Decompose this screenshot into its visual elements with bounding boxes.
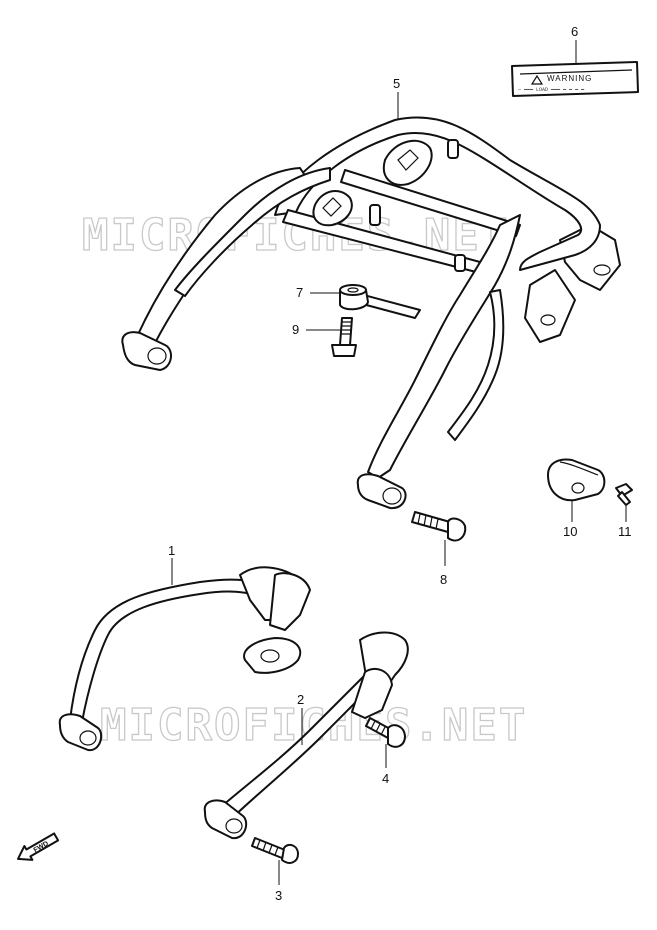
callout-7: 7 (296, 285, 303, 300)
callout-2: 2 (297, 692, 304, 707)
callout-5: 5 (393, 76, 400, 91)
callout-11: 11 (618, 524, 632, 539)
screw-11 (615, 483, 633, 506)
warning-label-fine-print: — ━━━ LOAD ━━━ ━ ━ ━ ━ (517, 87, 585, 93)
bolt-4 (365, 717, 406, 748)
callout-6: 6 (571, 24, 578, 39)
cushion-grommet (339, 284, 369, 311)
warning-label: WARNING — ━━━ LOAD ━━━ ━ ━ ━ ━ (511, 61, 639, 97)
bolt-9 (331, 317, 357, 357)
clamp-holder (547, 458, 606, 502)
fwd-label: FWD (33, 840, 50, 854)
right-grab-bar (203, 631, 409, 840)
callout-1: 1 (168, 543, 175, 558)
rear-carrier-frame (121, 116, 621, 510)
callout-9: 9 (292, 322, 299, 337)
warning-label-title: WARNING (547, 74, 592, 83)
bolt-3 (251, 837, 299, 864)
callout-4: 4 (382, 771, 389, 786)
callout-10: 10 (563, 524, 577, 539)
bolt-8 (411, 511, 467, 542)
left-grab-bar (58, 566, 311, 752)
callout-3: 3 (275, 888, 282, 903)
callout-8: 8 (440, 572, 447, 587)
forward-direction-marker: FWD (17, 832, 60, 861)
